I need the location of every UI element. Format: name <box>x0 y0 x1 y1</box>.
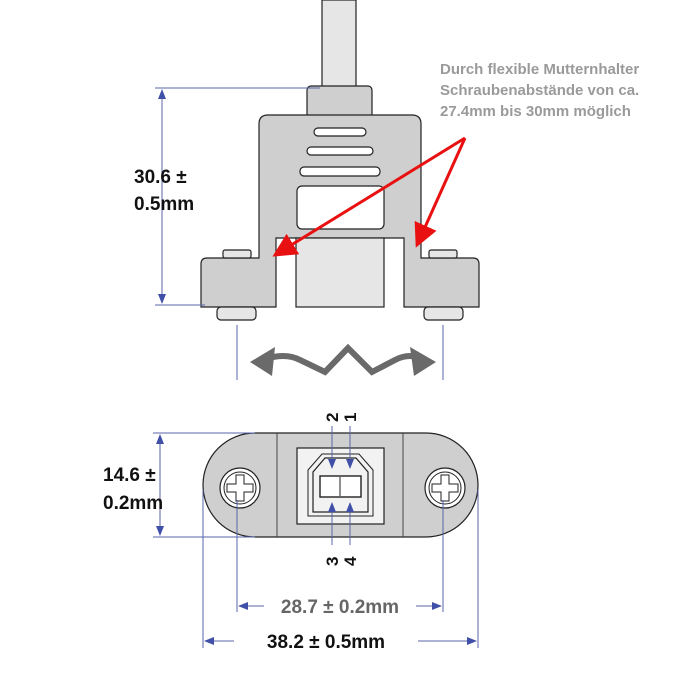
side-dimension-lines <box>155 87 444 380</box>
screw-spacing-label: 28.7 ± 0.2mm <box>281 597 399 618</box>
pin-label-3: 3 <box>323 557 342 566</box>
annotation-line-3: 27.4mm bis 30mm möglich <box>440 103 631 120</box>
usb-plug <box>295 237 385 308</box>
annotation-line-1: Durch flexible Mutternhalter <box>440 61 639 78</box>
flex-arrows <box>272 136 467 257</box>
screw-left-icon <box>219 467 261 509</box>
side-height-label-1: 30.6 ± <box>134 167 187 188</box>
adjustable-spacing-arrow-icon <box>250 343 436 376</box>
front-height-label-2: 0.2mm <box>103 493 163 514</box>
vent-slot <box>313 127 367 137</box>
total-width-label: 38.2 ± 0.5mm <box>267 632 385 653</box>
window-cutout <box>296 185 385 230</box>
screw-nub-right <box>423 306 464 321</box>
pin-label-1: 1 <box>341 413 360 422</box>
pin-label-4: 4 <box>341 556 360 566</box>
front-dimension-lines <box>153 432 479 648</box>
pin-arrows <box>328 426 354 545</box>
front-view-connector <box>202 432 479 538</box>
vent-slot <box>306 146 374 156</box>
annotation: Durch flexible Mutternhalter Schraubenab… <box>440 61 639 120</box>
side-height-label-2: 0.5mm <box>134 194 194 215</box>
pin-label-2: 2 <box>323 413 342 422</box>
cable <box>321 0 357 91</box>
screw-head-right <box>428 249 458 259</box>
vent-slot <box>299 166 381 177</box>
strain-relief <box>306 85 373 119</box>
front-height-label-1: 14.6 ± <box>103 465 156 486</box>
annotation-line-2: Schraubenabstände von ca. <box>440 82 639 99</box>
screw-right-icon <box>424 467 466 509</box>
screw-head-left <box>222 249 252 259</box>
screw-nub-left <box>216 306 257 321</box>
side-view-connector <box>200 0 480 321</box>
